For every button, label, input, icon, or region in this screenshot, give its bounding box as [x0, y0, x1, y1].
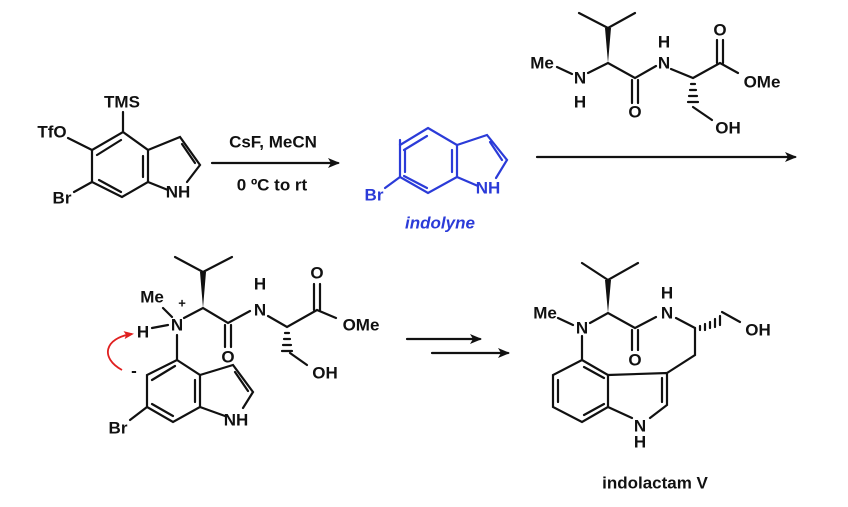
tms-label: TMS — [104, 93, 140, 112]
intermediate-br-label: Br — [109, 419, 128, 438]
dipeptide-oh-label: OH — [715, 119, 741, 138]
conditions-label: 0 ºC to rt — [237, 176, 308, 195]
indolyne-nh-label: NH — [476, 179, 501, 198]
product-n3-label: N — [634, 417, 646, 436]
intermediate-oh-label: OH — [312, 364, 338, 383]
intermediate-n-label: N — [171, 316, 183, 335]
intermediate-o-label: O — [221, 348, 234, 367]
reagents-label: CsF, MeCN — [229, 133, 317, 152]
product-oh-label: OH — [745, 321, 771, 340]
intermediate-n2-label: N — [254, 301, 266, 320]
dipeptide-reagent: Me N H O N H O OMe OH — [530, 11, 781, 138]
starting-material: TMS TfO Br NH — [37, 93, 202, 208]
br-label: Br — [53, 189, 72, 208]
product-name-label: indolactam V — [602, 474, 708, 493]
product-n2-label: N — [661, 304, 673, 323]
intermediate-h2-label: H — [254, 275, 266, 294]
intermediate-h-label: H — [137, 323, 149, 342]
dipeptide-ome-label: OMe — [744, 73, 781, 92]
intermediate-ome-label: OMe — [343, 316, 380, 335]
minus-charge-label: - — [131, 362, 137, 381]
product-h3-label: H — [634, 433, 646, 452]
nh-label: NH — [166, 183, 191, 202]
intermediate-nh-label: NH — [224, 411, 249, 430]
indolyne-br-label: Br — [365, 186, 384, 205]
indolactam-v-structure: Me N O N H OH N H indolactam V — [533, 261, 771, 493]
product-n-label: N — [576, 319, 588, 338]
tfo-label: TfO — [37, 123, 66, 142]
dipeptide-o2-label: O — [713, 21, 726, 40]
product-h2-label: H — [661, 284, 673, 303]
dipeptide-o-label: O — [628, 103, 641, 122]
dipeptide-h-label: H — [574, 93, 586, 112]
curved-arrow-proton-transfer — [107, 331, 134, 371]
intermediate-me-label: Me — [140, 288, 164, 307]
dipeptide-me-label: Me — [530, 54, 554, 73]
indolyne-caption: indolyne — [405, 214, 475, 233]
intermediate-o2-label: O — [310, 264, 323, 283]
dipeptide-h2-label: H — [658, 33, 670, 52]
dipeptide-n2-label: N — [658, 54, 670, 73]
ammonium-intermediate: Me N + H - O N H O OMe OH Br NH — [107, 255, 380, 438]
dipeptide-n-label: N — [574, 69, 586, 88]
product-me-label: Me — [533, 304, 557, 323]
product-o-label: O — [628, 351, 641, 370]
indolyne-structure: Br NH indolyne — [365, 126, 509, 233]
plus-charge-label: + — [178, 296, 186, 311]
